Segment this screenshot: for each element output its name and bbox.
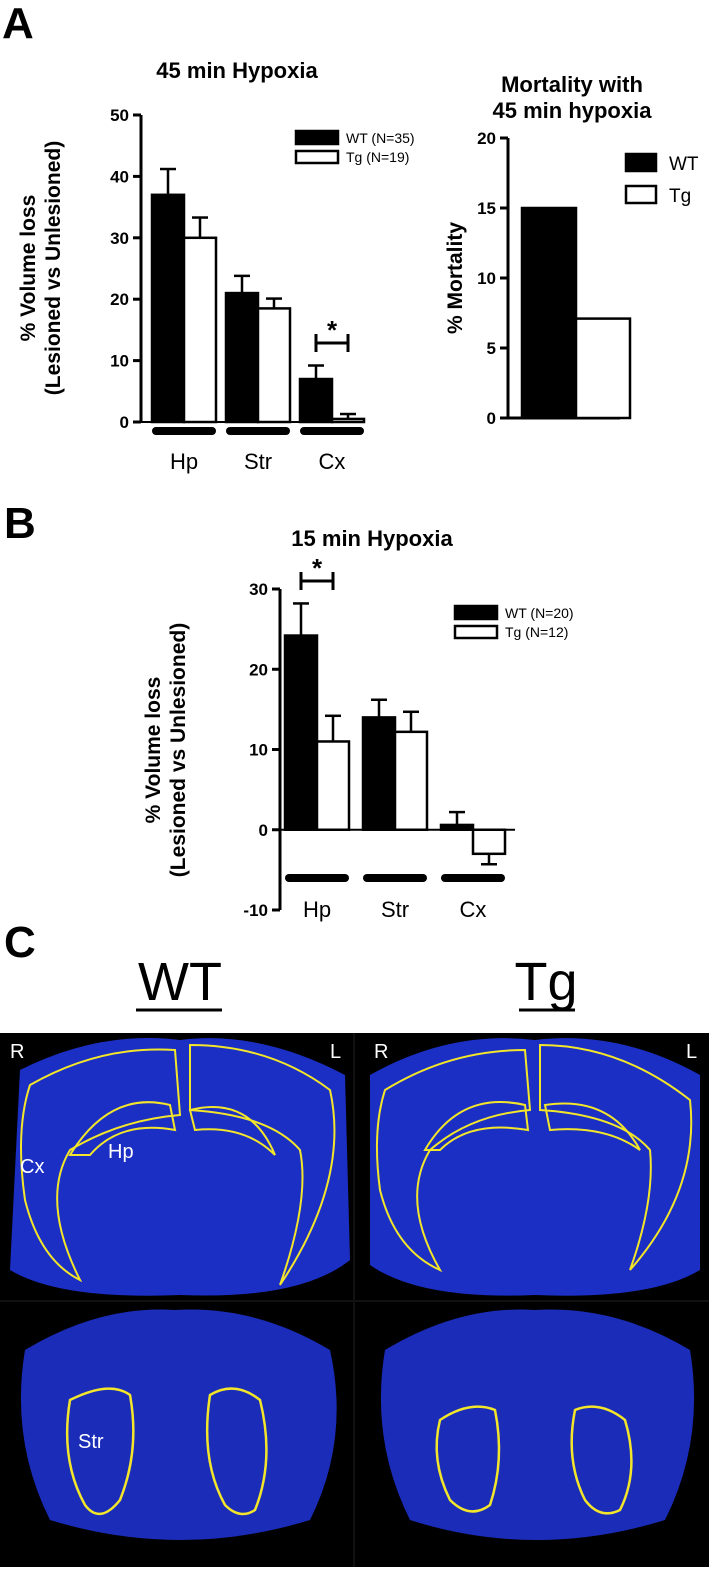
category-label-cx: Cx — [460, 897, 487, 922]
legend-mortality: WT Tg — [624, 152, 699, 207]
region-label-cx: Cx — [20, 1156, 44, 1178]
y-axis-label-line2: (Lesioned vs Unlesioned) — [42, 141, 65, 395]
legend-swatch-wt-15 — [453, 604, 499, 621]
chart-15min-hypoxia: 15 min Hypoxia % Volume loss (Lesioned v… — [142, 526, 574, 922]
bar-wt-cx — [439, 823, 475, 831]
category-label-cx: Cx — [319, 449, 346, 474]
cortex-trace-tg-left — [539, 1043, 693, 1271]
panel-label-c: C — [4, 918, 36, 967]
tissue-wt-upper — [10, 1038, 350, 1296]
tissue-tg-upper — [370, 1038, 700, 1296]
hemisphere-label-r-wt: R — [10, 1041, 24, 1063]
region-label-str: Str — [78, 1431, 104, 1453]
y-tick-label: 10 — [249, 741, 268, 760]
bar-tg-hp — [315, 740, 351, 831]
legend-swatch-wt — [294, 129, 340, 146]
bar-tg-cx — [471, 828, 507, 856]
genotype-label-wt: WT — [138, 952, 222, 1012]
category-label-str: Str — [381, 897, 409, 922]
y-tick-label: 40 — [110, 167, 129, 186]
cortex-trace-tg-right — [375, 1048, 532, 1273]
y-axis-label-15-line1: % Volume loss — [142, 677, 165, 824]
panel-label-b: B — [4, 499, 36, 548]
category-label-hp: Hp — [303, 897, 331, 922]
bar-tg-hp — [182, 236, 218, 424]
chart-title-15min: 15 min Hypoxia — [291, 526, 453, 551]
legend-swatch-tg — [294, 149, 340, 165]
bar-mortality-tg — [574, 317, 632, 420]
bar-wt-hp — [283, 634, 319, 831]
y-axis-label-15-line2: (Lesioned vs Unlesioned) — [167, 623, 190, 877]
legend-swatch-tg-15 — [453, 624, 499, 640]
y-tick-label: 30 — [249, 580, 268, 599]
cortex-trace-wt-right — [20, 1048, 182, 1283]
y-tick-label: 10 — [477, 269, 496, 288]
cortex-trace-wt-left — [189, 1043, 336, 1286]
brain-section-wt-hippocampus: R L Cx Hp — [10, 1038, 350, 1296]
genotype-label-tg: Tg — [514, 952, 577, 1012]
category-label-str: Str — [244, 449, 272, 474]
region-label-hp: Hp — [108, 1141, 134, 1163]
striatum-trace-tg-right — [435, 1405, 501, 1513]
bar-wt-str — [224, 291, 260, 424]
y-tick-label: 20 — [110, 290, 129, 309]
striatum-trace-tg-left — [570, 1405, 633, 1515]
y-tick-label: 0 — [120, 413, 129, 432]
chart-title-mortality-line2: 45 min hypoxia — [493, 98, 653, 123]
y-tick-label: 20 — [249, 660, 268, 679]
legend-label-wt-mortality: WT — [669, 154, 699, 175]
hemisphere-label-r-tg: R — [374, 1041, 388, 1063]
brain-section-tg-hippocampus: R L — [370, 1038, 700, 1296]
legend-45min: WT (N=35) Tg (N=19) — [294, 129, 415, 165]
y-tick-label: 20 — [477, 129, 496, 148]
tissue-wt-lower — [20, 1309, 337, 1540]
significance-star: * — [312, 553, 323, 583]
panel-label-a: A — [2, 0, 34, 48]
legend-label-wt-15: WT (N=20) — [505, 605, 574, 621]
hemisphere-label-l-tg: L — [686, 1041, 697, 1063]
bar-wt-cx — [298, 377, 334, 424]
chart-title-45min: 45 min Hypoxia — [156, 58, 318, 83]
hemisphere-label-l-wt: L — [330, 1041, 341, 1063]
legend-label-wt: WT (N=35) — [346, 130, 415, 146]
legend-label-tg-15: Tg (N=12) — [505, 624, 568, 640]
brain-section-wt-striatum: Str — [20, 1309, 337, 1540]
micrograph-panel: WT Tg R L Cx Hp R L — [0, 952, 709, 1567]
bar-mortality-wt — [520, 206, 578, 420]
y-tick-label: 50 — [110, 106, 129, 125]
y-axis-label-mortality: % Mortality — [444, 222, 467, 334]
y-tick-label: 15 — [477, 199, 496, 218]
bar-tg-cx — [330, 417, 366, 424]
tissue-tg-lower — [380, 1309, 695, 1540]
legend-swatch-wt-mortality — [624, 152, 658, 173]
y-tick-label: 0 — [259, 821, 268, 840]
bar-wt-str — [361, 716, 397, 832]
legend-15min: WT (N=20) Tg (N=12) — [453, 604, 574, 640]
significance-star: * — [327, 315, 338, 345]
chart-45min-hypoxia: 45 min Hypoxia % Volume loss (Lesioned v… — [17, 58, 415, 474]
striatum-trace-wt-right — [65, 1387, 135, 1515]
bar-tg-str — [393, 730, 429, 831]
striatum-trace-wt-left — [205, 1387, 268, 1516]
legend-label-tg: Tg (N=19) — [346, 149, 409, 165]
category-label-hp: Hp — [170, 449, 198, 474]
y-axis-label-line1: % Volume loss — [17, 195, 40, 342]
y-tick-label: 30 — [110, 229, 129, 248]
legend-label-tg-mortality: Tg — [669, 186, 691, 207]
bar-tg-str — [256, 307, 292, 424]
legend-swatch-tg-mortality — [624, 184, 658, 205]
y-tick-label: -10 — [243, 901, 268, 920]
y-tick-label: 5 — [487, 339, 496, 358]
hippocampus-trace-wt-right — [68, 1101, 177, 1156]
brain-section-tg-striatum — [380, 1309, 695, 1540]
y-tick-label: 0 — [487, 409, 496, 428]
hippocampus-trace-wt-left — [188, 1106, 276, 1156]
chart-title-mortality-line1: Mortality with — [501, 72, 643, 97]
bar-wt-hp — [150, 193, 186, 424]
hippocampus-trace-tg-right — [423, 1101, 530, 1151]
hippocampus-trace-tg-left — [543, 1102, 641, 1151]
y-tick-label: 10 — [110, 352, 129, 371]
chart-mortality: Mortality with 45 min hypoxia % Mortalit… — [444, 72, 699, 428]
